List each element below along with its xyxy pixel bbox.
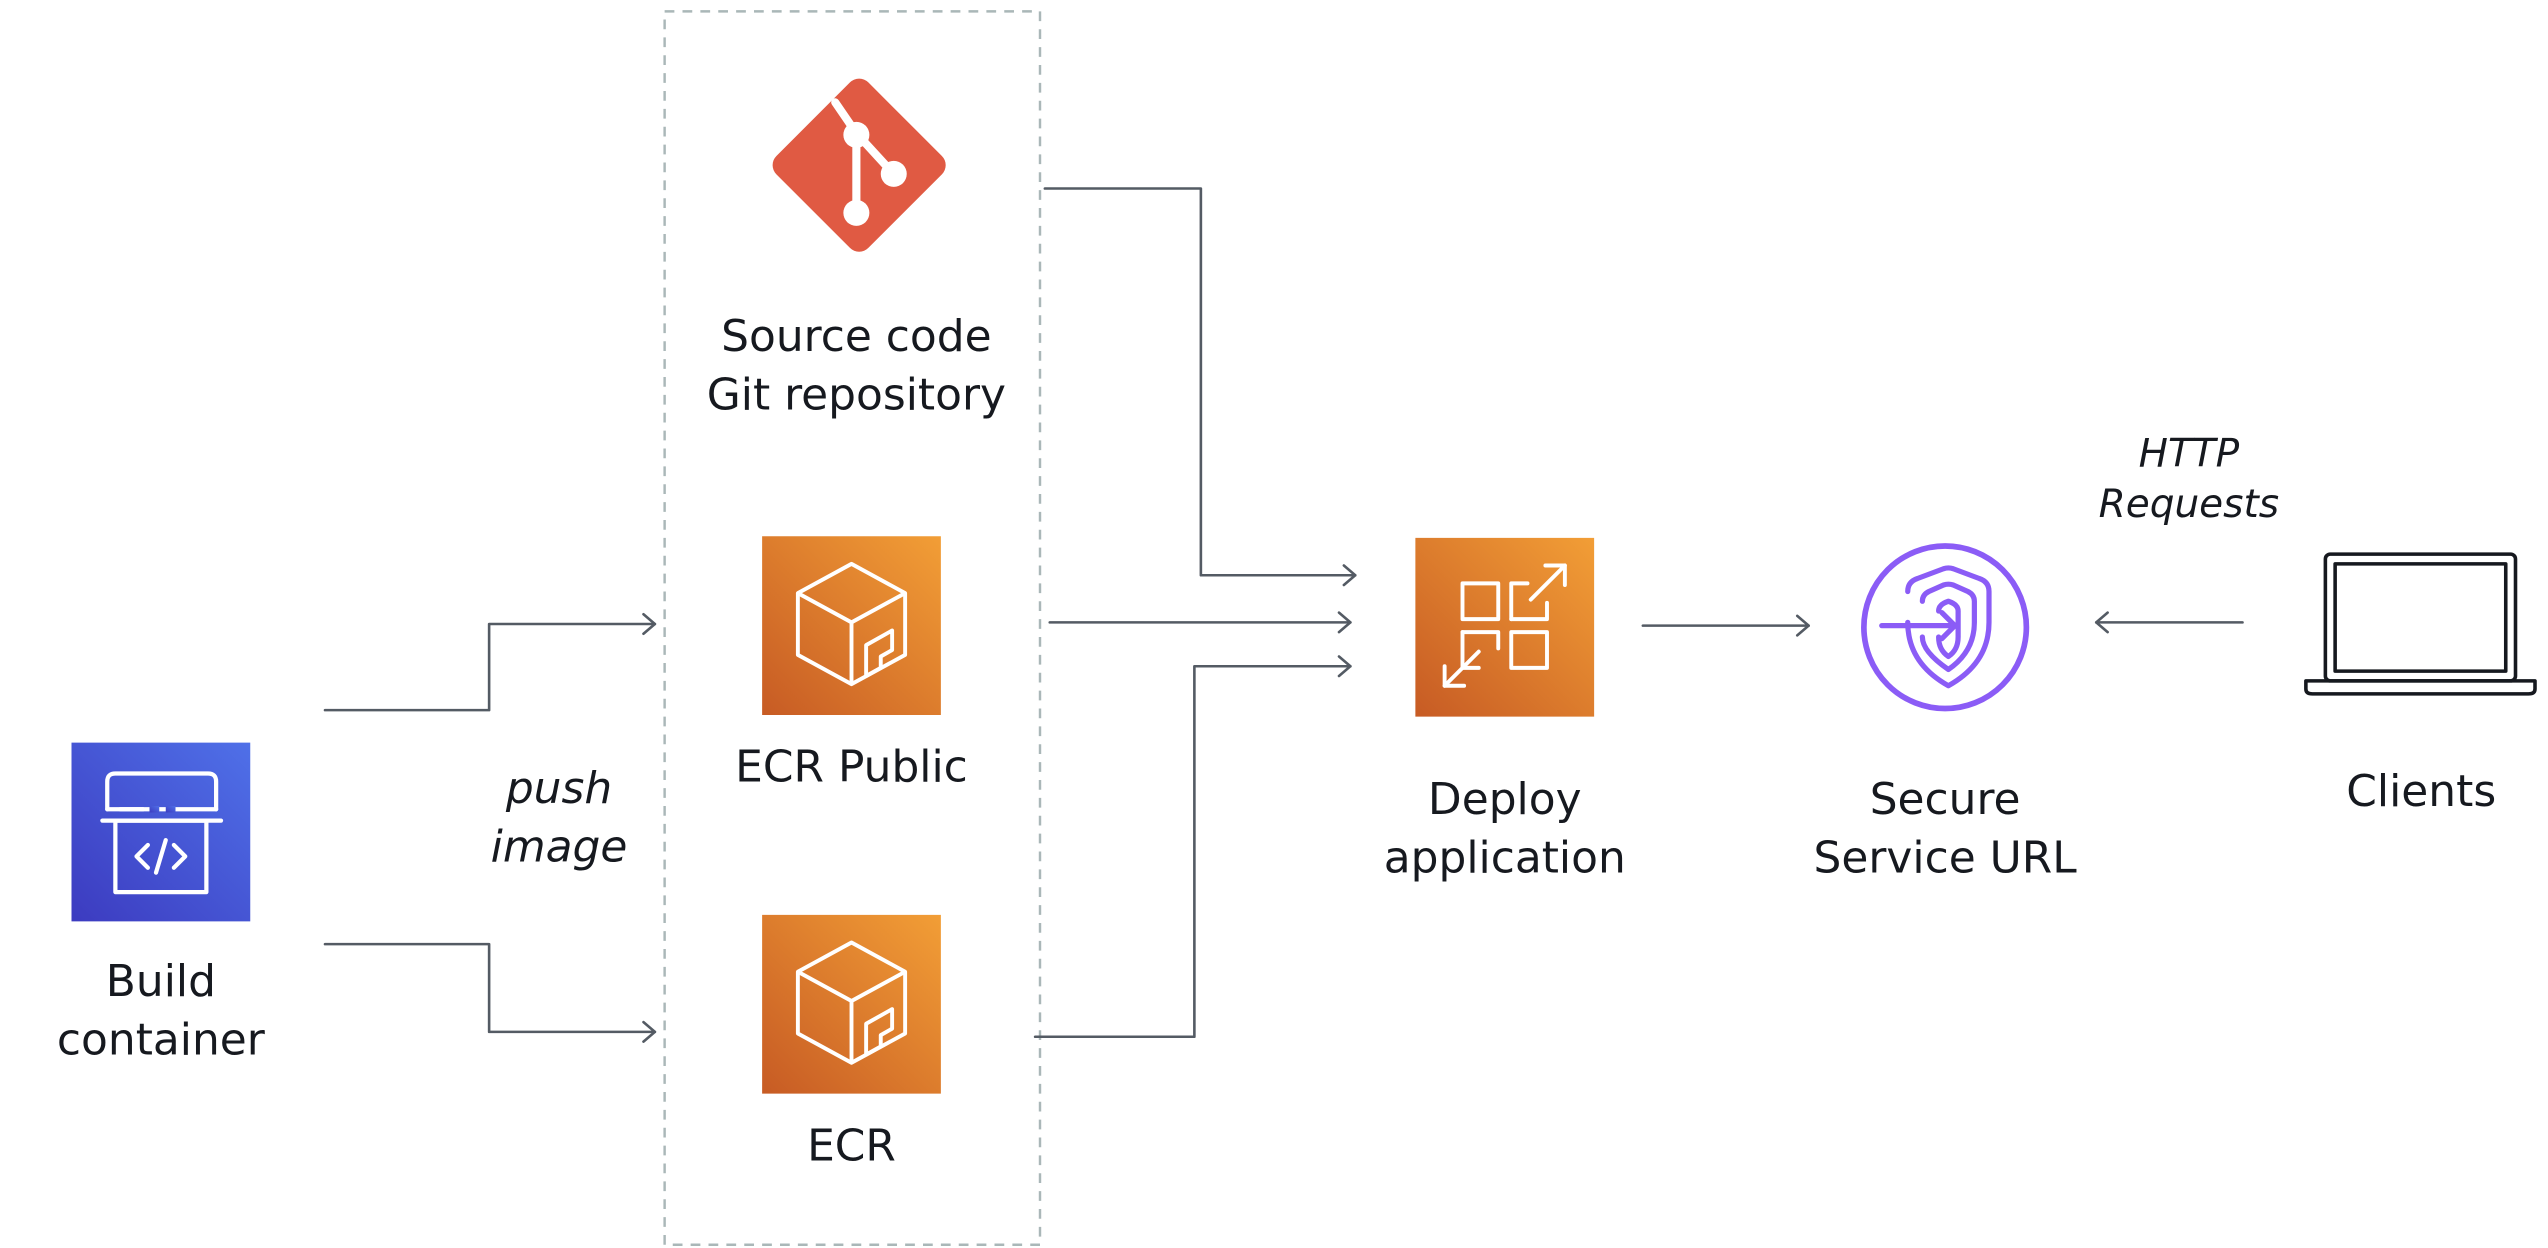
- laptop-icon: [2304, 552, 2537, 696]
- ecr-label: ECR: [689, 1118, 1014, 1177]
- arrow-clients-to-secure-url: [2094, 611, 2244, 634]
- deploy-label-line1: Deploy: [1427, 775, 1582, 826]
- deploy-label-line2: application: [1383, 833, 1626, 884]
- push-image-label: push image: [462, 761, 657, 878]
- push-label-line1: push: [505, 763, 613, 815]
- app-runner-icon: [1415, 537, 1595, 717]
- repository-group-box: [663, 10, 1042, 1246]
- push-label-line2: image: [490, 822, 628, 873]
- ecr-public-icon: [762, 536, 941, 715]
- arrow-build-to-ecr-public: [323, 612, 657, 712]
- source-label-line1: Source code: [721, 312, 992, 363]
- http-label-line1: HTTP: [2138, 430, 2240, 477]
- arrow-source-to-deploy: [1043, 187, 1357, 587]
- source-label-line2: Git repository: [706, 370, 1006, 421]
- ecr-icon: [762, 914, 941, 1094]
- ecr-public-label: ECR Public: [689, 739, 1014, 798]
- http-label-line2: Requests: [2098, 481, 2280, 527]
- clients-label-line1: Clients: [2346, 767, 2497, 818]
- build-container-label: Build container: [31, 954, 291, 1071]
- secure-service-url-label: Secure Service URL: [1783, 772, 2108, 889]
- build-label-line2: container: [56, 1015, 265, 1066]
- ecr-public-label-line1: ECR Public: [735, 742, 968, 793]
- http-requests-label: HTTP Requests: [2067, 429, 2311, 530]
- arrow-ecr-public-to-deploy: [1048, 611, 1352, 634]
- secure-label-line1: Secure: [1869, 775, 2021, 826]
- git-icon: [772, 78, 946, 252]
- arrow-ecr-to-deploy: [1033, 655, 1352, 1039]
- build-label-line1: Build: [105, 957, 216, 1008]
- container-build-icon: [71, 742, 251, 922]
- source-code-label: Source code Git repository: [678, 309, 1036, 426]
- secure-label-line2: Service URL: [1813, 833, 2077, 884]
- arrow-build-to-ecr: [323, 942, 657, 1043]
- deploy-application-label: Deploy application: [1359, 772, 1652, 889]
- arrow-deploy-to-secure-url: [1641, 614, 1810, 637]
- shield-icon: [1861, 543, 2030, 712]
- clients-label: Clients: [2308, 764, 2536, 823]
- ecr-label-line1: ECR: [807, 1121, 896, 1172]
